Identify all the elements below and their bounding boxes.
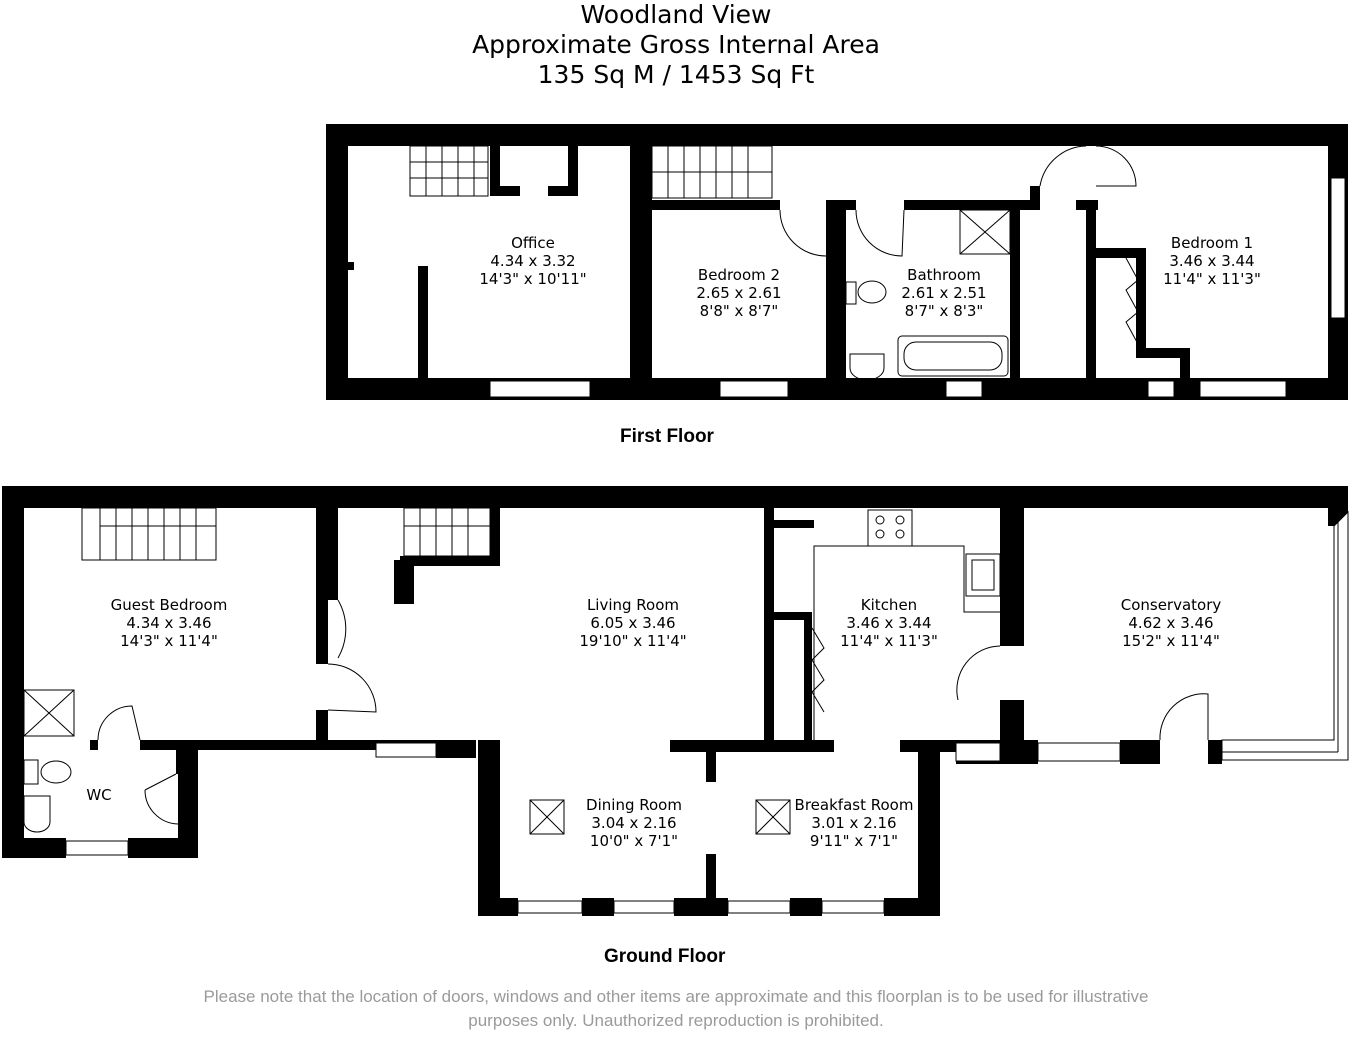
room-metric: 4.34 x 3.46 [126,614,212,632]
room-imperial: 8'8" x 8'7" [699,302,779,320]
disclaimer: Please note that the location of doors, … [0,985,1352,1033]
room-imperial: 14'3" x 11'4" [120,632,218,650]
room-imperial: 14'3" x 10'11" [479,270,587,288]
plan-subtitle: Approximate Gross Internal Area [472,30,880,59]
disclaimer-line-2: purposes only. Unauthorized reproduction… [468,1011,884,1030]
first-floor-windows [489,177,1346,398]
plan-title: Woodland View [580,0,772,29]
room-kitchen: Kitchen 3.46 x 3.44 11'4" x 11'3" [840,596,938,650]
room-metric: 3.04 x 2.16 [591,814,677,832]
room-imperial: 11'4" x 11'3" [840,632,938,650]
room-imperial: 15'2" x 11'4" [1122,632,1220,650]
room-conservatory: Conservatory 4.62 x 3.46 15'2" x 11'4" [1121,596,1222,650]
room-name: Bedroom 1 [1170,234,1254,252]
room-imperial: 10'0" x 7'1" [589,832,679,850]
room-breakfast-room: Breakfast Room 3.01 x 2.16 9'11" x 7'1" [795,796,914,850]
room-name: Breakfast Room [794,796,914,814]
disclaimer-line-1: Please note that the location of doors, … [203,987,1149,1006]
title-block: Woodland View Approximate Gross Internal… [0,0,1352,90]
room-imperial: 8'7" x 8'3" [904,302,984,320]
room-metric: 4.34 x 3.32 [490,252,576,270]
room-imperial: 19'10" x 11'4" [579,632,687,650]
room-name: Living Room [586,596,680,614]
ground-floor-label: Ground Floor [604,946,726,967]
room-name: Bedroom 2 [697,266,781,284]
first-floor-fixtures [409,145,1139,381]
room-wc: WC [86,786,111,804]
plan-area: 135 Sq M / 1453 Sq Ft [537,60,815,89]
room-name: Conservatory [1120,596,1222,614]
room-name: Kitchen [860,596,918,614]
first-floor-label: First Floor [620,426,714,447]
room-metric: 2.65 x 2.61 [696,284,782,302]
room-bedroom-2: Bedroom 2 2.65 x 2.61 8'8" x 8'7" [696,266,781,320]
room-bathroom: Bathroom 2.61 x 2.51 8'7" x 8'3" [901,266,986,320]
room-metric: 3.01 x 2.16 [811,814,897,832]
room-metric: 3.46 x 3.44 [846,614,932,632]
room-metric: 3.46 x 3.44 [1169,252,1255,270]
room-metric: 6.05 x 3.46 [590,614,676,632]
ground-floor-windows [65,510,1349,914]
room-name: WC [86,786,112,804]
ground-floor-fixtures [23,507,1209,835]
room-imperial: 11'4" x 11'3" [1163,270,1261,288]
room-name: Bathroom [907,266,981,284]
room-imperial: 9'11" x 7'1" [809,832,899,850]
room-name: Office [511,234,555,252]
room-living-room: Living Room 6.05 x 3.46 19'10" x 11'4" [579,596,686,650]
room-name: Guest Bedroom [110,596,228,614]
room-metric: 4.62 x 3.46 [1128,614,1214,632]
room-dining-room: Dining Room 3.04 x 2.16 10'0" x 7'1" [586,796,682,850]
ground-floor-walls [2,486,1348,916]
room-guest-bedroom: Guest Bedroom 4.34 x 3.46 14'3" x 11'4" [111,596,228,650]
room-bedroom-1: Bedroom 1 3.46 x 3.44 11'4" x 11'3" [1163,234,1261,288]
room-office: Office 4.34 x 3.32 14'3" x 10'11" [479,234,586,288]
room-metric: 2.61 x 2.51 [901,284,987,302]
room-name: Dining Room [586,796,682,814]
